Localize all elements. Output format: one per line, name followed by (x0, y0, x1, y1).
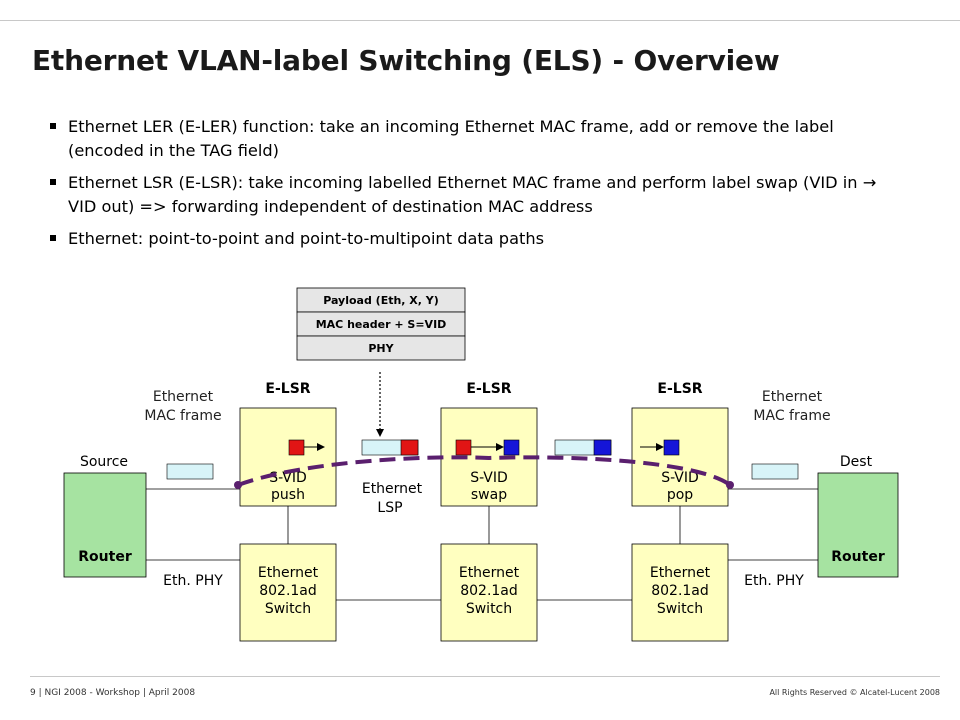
lsr-heading-swap: E-LSR (466, 381, 511, 397)
lsr-push-line2: push (271, 487, 305, 503)
bullet-text: Ethernet LSR (E-LSR): take incoming labe… (68, 173, 877, 216)
bullet-text: Ethernet: point-to-point and point-to-mu… (68, 229, 545, 248)
lsp-label-line2: LSP (377, 500, 402, 516)
lsr-pop-line2: pop (667, 487, 693, 503)
stack-mac-header-label: MAC header + S=VID (316, 318, 447, 331)
bullet-item: Ethernet: point-to-point and point-to-mu… (48, 227, 888, 251)
bullet-item: Ethernet LSR (E-LSR): take incoming labe… (48, 171, 888, 219)
lsr-node-pop: S-VID pop (631, 407, 729, 507)
switch-left-line2: 802.1ad (259, 583, 317, 599)
lsr-push-line1: S-VID (269, 470, 307, 486)
switch-left-line1: Ethernet (258, 565, 319, 581)
switch-middle-line1: Ethernet (459, 565, 520, 581)
dest-label: Dest (840, 454, 873, 470)
mac-frame-left-line2: MAC frame (144, 408, 221, 424)
switch-right-line1: Ethernet (650, 565, 711, 581)
bullet-text: Ethernet LER (E-LER) function: take an i… (68, 117, 834, 160)
mac-frame-right-line2: MAC frame (753, 408, 830, 424)
labelled-frame-red (361, 439, 419, 456)
lsp-endpoint-right (726, 481, 734, 489)
source-label: Source (80, 454, 128, 470)
slide-title: Ethernet VLAN-label Switching (ELS) - Ov… (32, 44, 780, 77)
labelled-frame-blue (554, 439, 612, 456)
switch-middle: Ethernet 802.1ad Switch (440, 543, 538, 642)
mac-frame-left (166, 463, 214, 480)
label-red-square (288, 439, 305, 456)
router-dest: Router (817, 472, 899, 578)
switch-right-line2: 802.1ad (651, 583, 709, 599)
label-red-square (455, 439, 472, 456)
router-source: Router (63, 472, 147, 578)
bullet-square-icon (50, 235, 56, 241)
switch-right-line3: Switch (657, 601, 703, 617)
switch-right: Ethernet 802.1ad Switch (631, 543, 729, 642)
lsp-label-line1: Ethernet (362, 481, 423, 497)
bullet-square-icon (50, 179, 56, 185)
protocol-stack: Payload (Eth, X, Y) MAC header + S=VID P… (296, 287, 466, 361)
stack-phy-label: PHY (368, 342, 394, 355)
top-rule (0, 20, 960, 21)
phy-label-left: Eth. PHY (163, 573, 223, 589)
footer-left: 9 | NGI 2008 - Workshop | April 2008 (30, 688, 196, 698)
stack-payload-label: Payload (Eth, X, Y) (323, 294, 439, 307)
switch-left: Ethernet 802.1ad Switch (239, 543, 337, 642)
router-source-label: Router (78, 549, 132, 565)
lsr-swap-line1: S-VID (470, 470, 508, 486)
mac-frame-right-line1: Ethernet (762, 389, 823, 405)
router-dest-label: Router (831, 549, 885, 565)
label-blue-square (503, 439, 520, 456)
switch-left-line3: Switch (265, 601, 311, 617)
lsr-swap-line2: swap (471, 487, 507, 503)
bullet-list: Ethernet LER (E-LER) function: take an i… (48, 115, 888, 259)
footer-rule (30, 676, 940, 677)
footer-right: All Rights Reserved © Alcatel-Lucent 200… (769, 688, 940, 697)
lsr-node-push: S-VID push (239, 407, 337, 507)
lsr-pop-line1: S-VID (661, 470, 699, 486)
lsp-endpoint-left (234, 481, 242, 489)
lsr-heading-push: E-LSR (265, 381, 310, 397)
switch-middle-line3: Switch (466, 601, 512, 617)
mac-frame-left-line1: Ethernet (153, 389, 214, 405)
switch-middle-line2: 802.1ad (460, 583, 518, 599)
bullet-item: Ethernet LER (E-LER) function: take an i… (48, 115, 888, 163)
lsr-heading-pop: E-LSR (657, 381, 702, 397)
mac-frame-right (751, 463, 799, 480)
phy-label-right: Eth. PHY (744, 573, 804, 589)
label-blue-square (663, 439, 680, 456)
ethernet-lsp-path (237, 455, 732, 487)
bullet-square-icon (50, 123, 56, 129)
